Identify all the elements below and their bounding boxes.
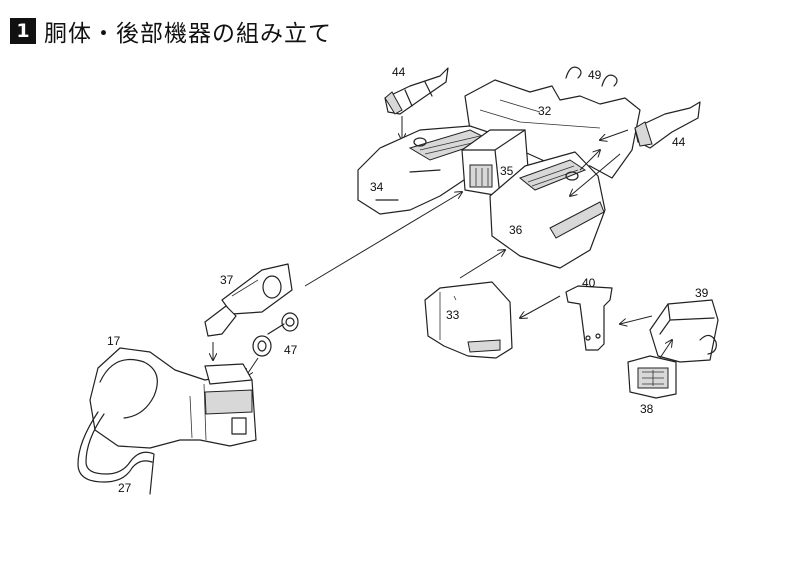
part-44-top	[384, 67, 449, 115]
part-40	[565, 285, 613, 351]
arrow-36-up	[579, 150, 600, 171]
label-part-44-top: 44	[392, 65, 406, 79]
step-number-badge: 1	[10, 18, 36, 44]
step-title: 胴体・後部機器の組み立て	[44, 21, 332, 47]
label-part-44-right: 44	[672, 135, 686, 149]
label-part-36: 36	[509, 223, 523, 237]
step-header: 1 胴体・後部機器の組み立て	[10, 14, 332, 48]
part-49-hooks	[565, 66, 618, 87]
label-part-34: 34	[370, 180, 384, 194]
label-part-37: 37	[220, 273, 234, 287]
label-part-33: 33	[446, 308, 460, 322]
part-27-cable	[77, 411, 155, 495]
label-part-38: 38	[640, 402, 654, 416]
arrow-40-to-33	[520, 295, 561, 318]
label-part-17: 17	[107, 334, 121, 348]
part-39	[649, 299, 719, 363]
label-part-49: 49	[588, 68, 602, 82]
label-part-35: 35	[500, 164, 514, 178]
arrow-33-to-36	[459, 250, 505, 279]
part-17-lower-body	[89, 347, 257, 449]
arrow-to-36	[570, 153, 621, 196]
label-part-40: 40	[582, 276, 596, 290]
guide-line-37-to-34	[304, 192, 462, 287]
label-part-47: 47	[284, 343, 298, 357]
label-part-27: 27	[118, 481, 132, 495]
arrow-39-to-40	[620, 315, 653, 324]
part-33	[424, 281, 513, 359]
label-part-39: 39	[695, 286, 709, 300]
part-37	[204, 263, 293, 337]
part-44-right	[634, 101, 701, 149]
label-part-32: 32	[538, 104, 552, 118]
arrow-44-right	[600, 129, 629, 140]
part-36-body	[489, 151, 606, 269]
part-38	[627, 355, 677, 399]
part-47	[252, 312, 299, 357]
arrow-38-to-39	[659, 340, 672, 359]
